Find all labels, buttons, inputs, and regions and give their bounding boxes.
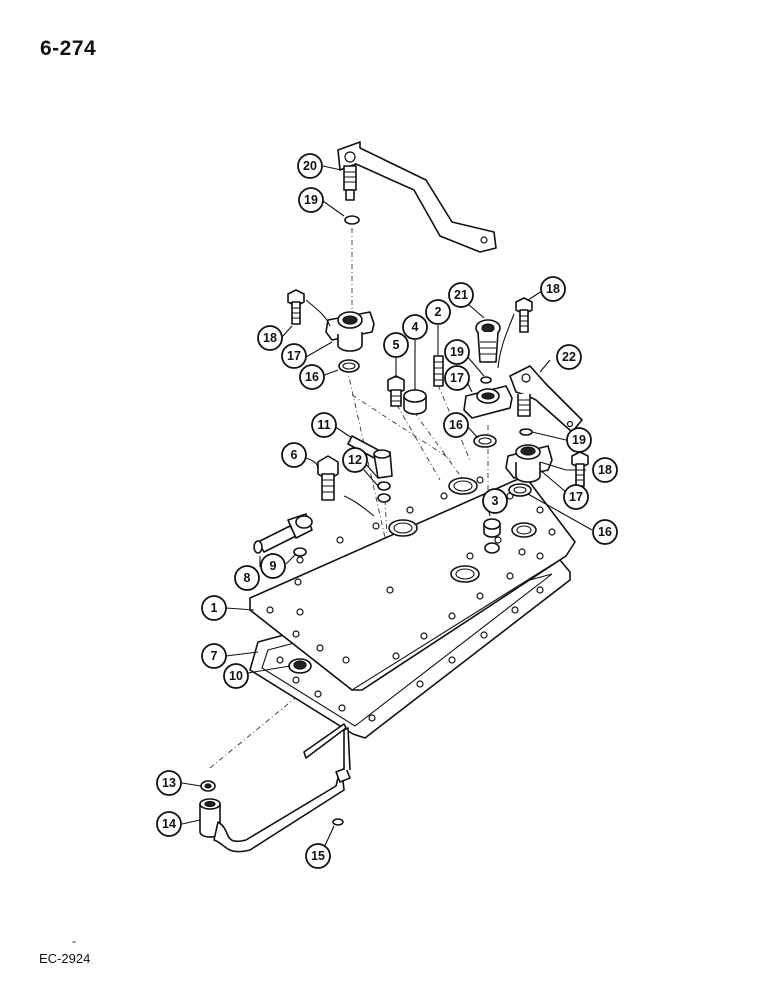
svg-text:17: 17 (450, 371, 464, 385)
callout-11: 11 (311, 412, 337, 438)
svg-text:16: 16 (449, 418, 463, 432)
callout-18: 18 (257, 325, 283, 351)
elbow-fitting-8 (253, 513, 313, 554)
callout-22: 22 (556, 344, 582, 370)
stud-2 (433, 355, 444, 387)
washer-15 (332, 818, 344, 826)
callout-10: 10 (223, 663, 249, 689)
svg-text:18: 18 (263, 331, 277, 345)
leader-lines (181, 165, 593, 853)
shaft-21 (475, 319, 501, 363)
plug-4 (403, 389, 427, 415)
svg-text:13: 13 (162, 776, 176, 790)
callout-7: 7 (201, 643, 227, 669)
callout-20: 20 (297, 153, 323, 179)
bearing-housing-17-mid (463, 385, 513, 419)
svg-text:9: 9 (270, 559, 277, 573)
bolt-6 (317, 455, 339, 501)
callout-19: 19 (444, 339, 470, 365)
callout-19: 19 (298, 187, 324, 213)
lever-22 (509, 365, 583, 433)
callout-3: 3 (482, 488, 508, 514)
svg-text:18: 18 (598, 463, 612, 477)
svg-text:22: 22 (562, 350, 576, 364)
callout-6: 6 (281, 442, 307, 468)
svg-text:17: 17 (287, 349, 301, 363)
callout-8: 8 (234, 565, 260, 591)
callout-12: 12 (342, 447, 368, 473)
svg-text:1: 1 (211, 601, 218, 615)
callout-16: 16 (443, 412, 469, 438)
svg-text:19: 19 (572, 433, 586, 447)
svg-text:2: 2 (435, 305, 442, 319)
svg-text:11: 11 (317, 418, 330, 432)
bolt-18-right (571, 451, 589, 487)
svg-text:8: 8 (244, 571, 251, 585)
svg-text:21: 21 (454, 288, 468, 302)
seal-16-left (338, 359, 360, 373)
callout-19: 19 (566, 427, 592, 453)
callout-16: 16 (299, 364, 325, 390)
callout-4: 4 (402, 314, 428, 340)
callout-18: 18 (592, 457, 618, 483)
filter-assembly-14 (199, 723, 351, 853)
callout-2: 2 (425, 299, 451, 325)
washer-9 (293, 547, 307, 557)
page-number: 6-274 (40, 37, 97, 60)
svg-text:6: 6 (291, 448, 298, 462)
lever-20 (337, 141, 497, 253)
o-ring-19-mid (480, 376, 492, 384)
o-ring-19-right (519, 428, 533, 436)
callout-17: 17 (563, 484, 589, 510)
plug-3 (483, 518, 501, 538)
svg-text:18: 18 (546, 282, 560, 296)
svg-text:15: 15 (311, 849, 325, 863)
svg-text:3: 3 (492, 494, 499, 508)
svg-text:19: 19 (304, 193, 318, 207)
fitting-12 (373, 449, 393, 503)
svg-text:20: 20 (303, 159, 317, 173)
figure-code: EC-2924 (39, 951, 91, 966)
svg-text:7: 7 (211, 649, 218, 663)
bolt-5 (387, 375, 405, 407)
callout-17: 17 (444, 365, 470, 391)
callout-15: 15 (305, 843, 331, 869)
callout-17: 17 (281, 343, 307, 369)
svg-text:5: 5 (393, 338, 400, 352)
seal-16-mid (473, 434, 497, 448)
svg-text:16: 16 (598, 525, 612, 539)
seal-16-right (508, 483, 532, 497)
svg-text:4: 4 (412, 320, 419, 334)
callout-14: 14 (156, 811, 182, 837)
svg-text:10: 10 (229, 669, 243, 683)
bolt-18-left (287, 289, 305, 325)
callout-21: 21 (448, 282, 474, 308)
bearing-housing-17-left (325, 311, 375, 352)
callout-1: 1 (201, 595, 227, 621)
callout-5: 5 (383, 332, 409, 358)
svg-text:17: 17 (569, 490, 583, 504)
callout-18: 18 (540, 276, 566, 302)
svg-text:12: 12 (348, 453, 362, 467)
bolt-18-upper-right (515, 297, 533, 333)
callout-13: 13 (156, 770, 182, 796)
callout-16: 16 (592, 519, 618, 545)
svg-text:19: 19 (450, 345, 464, 359)
figure-tick-mark: - (72, 934, 76, 948)
svg-text:14: 14 (162, 817, 176, 831)
svg-text:16: 16 (305, 370, 319, 384)
callout-9: 9 (260, 553, 286, 579)
o-ring-19-top (344, 215, 360, 225)
